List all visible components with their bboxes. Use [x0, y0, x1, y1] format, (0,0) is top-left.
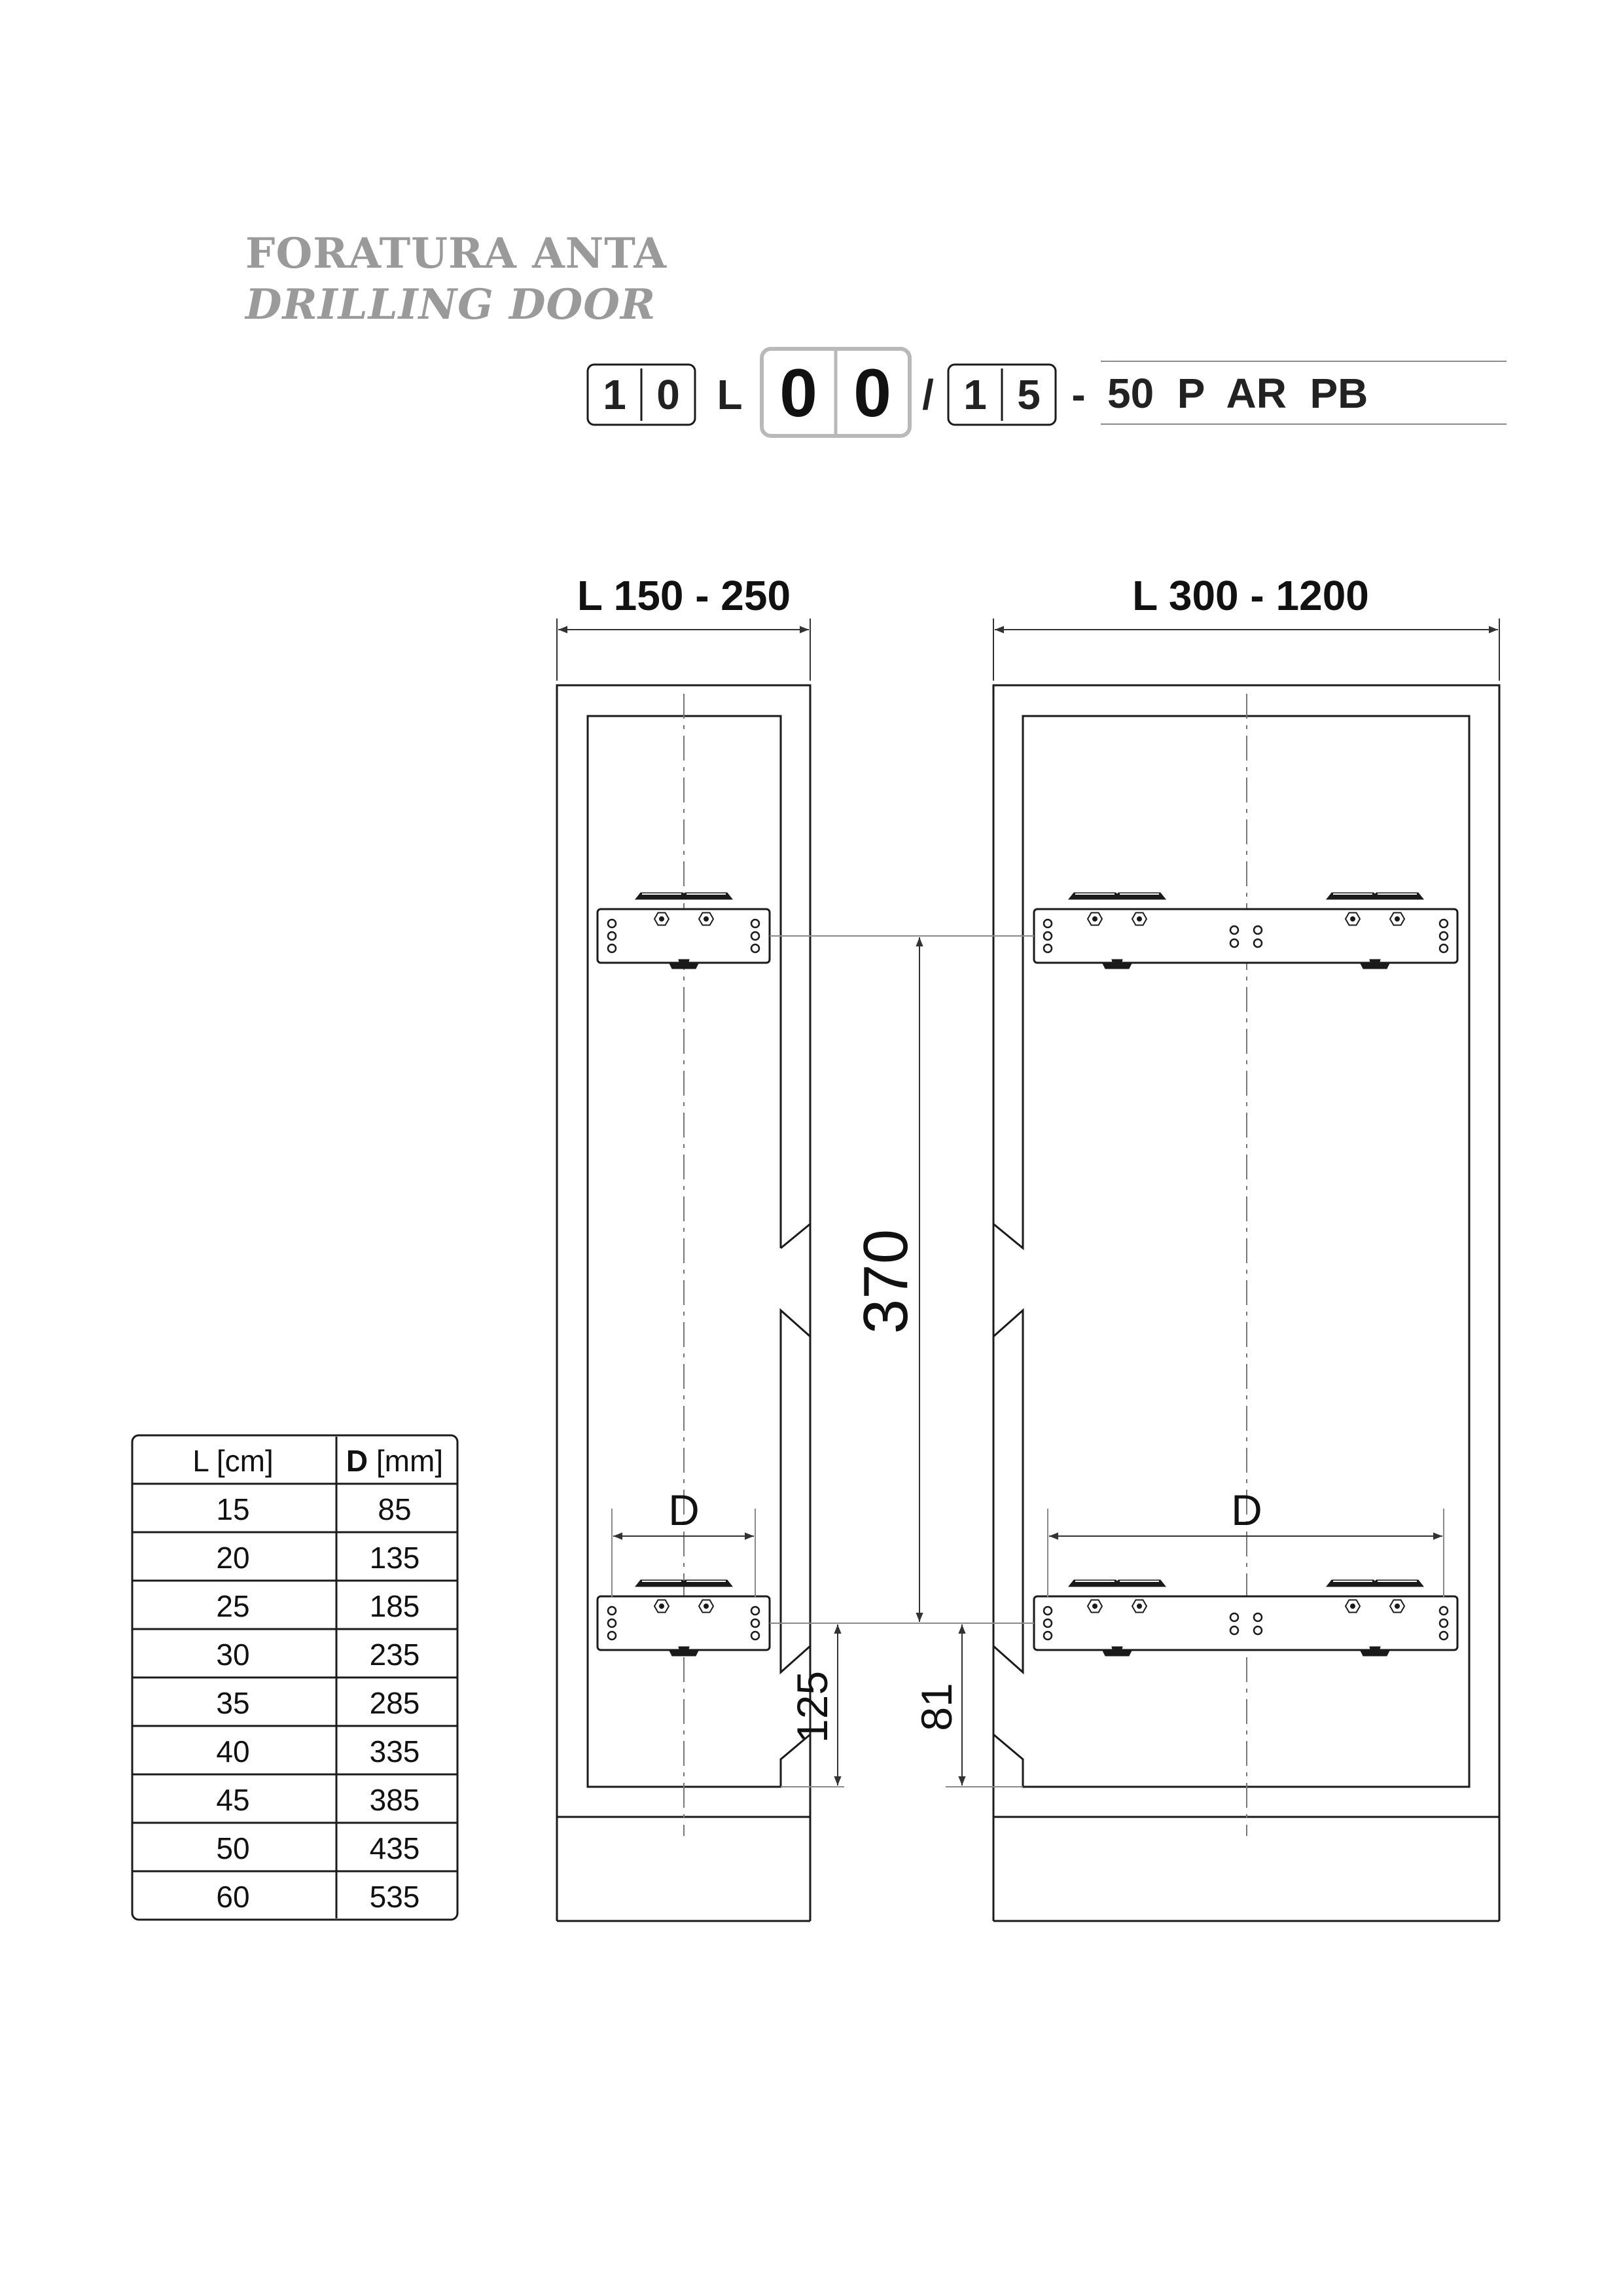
dimension-125: 125 — [788, 1671, 836, 1743]
code-digit: 5 — [1017, 371, 1041, 418]
table-cell-d: 285 — [370, 1686, 420, 1720]
table-cell-l: 15 — [216, 1492, 249, 1526]
product-code: 1 0 L 0 0 / 1 5 - 50 P AR PB — [586, 347, 1507, 438]
table-cell-d: 185 — [370, 1589, 420, 1623]
bracket-wide-bottom — [1033, 1579, 1459, 1657]
code-digit: 1 — [603, 371, 626, 418]
table-cell-l: 35 — [216, 1686, 249, 1720]
table-cell-l: 50 — [216, 1831, 249, 1865]
dimension-81: 81 — [912, 1683, 961, 1731]
code-digit: 1 — [963, 371, 987, 418]
table-cell-l: 40 — [216, 1734, 249, 1768]
table-cell-d: 385 — [370, 1783, 420, 1817]
code-digit-highlight: 0 — [853, 355, 891, 431]
table-cell-l: 20 — [216, 1541, 249, 1575]
code-digit-highlight: 0 — [779, 355, 817, 431]
narrow-cabinet-front — [556, 684, 812, 1922]
table-cell-l: 60 — [216, 1880, 249, 1914]
table-cell-d: 535 — [370, 1880, 420, 1914]
dimension-370: 370 — [851, 1229, 921, 1334]
table-cell-d: 85 — [378, 1492, 411, 1526]
wide-cabinet-front — [992, 684, 1501, 1922]
range-wide-label: L 300 - 1200 — [1132, 572, 1369, 619]
dimension-d-narrow: D — [668, 1486, 700, 1534]
table-cell-d: 135 — [370, 1541, 420, 1575]
table-header-d: D [mm] — [346, 1444, 443, 1478]
code-suffix: 50 P AR PB — [1107, 370, 1368, 417]
dimension-d-wide: D — [1231, 1486, 1262, 1534]
dimension-table: L [cm] D [mm] 15 85 20 135 25 185 30 235 35 285 40… — [131, 1434, 459, 1921]
table-cell-d: 335 — [370, 1734, 420, 1768]
table-cell-d: 235 — [370, 1638, 420, 1672]
table-cell-l: 45 — [216, 1783, 249, 1817]
bracket-narrow-top — [596, 892, 771, 969]
title-italian: FORATURA ANTA — [245, 229, 668, 278]
code-slash: / — [922, 371, 934, 418]
code-letter-l: L — [717, 371, 742, 418]
range-narrow-label: L 150 - 250 — [577, 572, 791, 619]
code-digit: 0 — [656, 371, 680, 418]
table-cell-d: 435 — [370, 1831, 420, 1865]
title-english: DRILLING DOOR — [245, 280, 656, 329]
table-cell-l: 30 — [216, 1638, 249, 1672]
table-header-l: L [cm] — [192, 1444, 274, 1478]
table-cell-l: 25 — [216, 1589, 249, 1623]
code-dash: - — [1071, 371, 1085, 418]
bracket-wide-top — [1033, 892, 1459, 969]
